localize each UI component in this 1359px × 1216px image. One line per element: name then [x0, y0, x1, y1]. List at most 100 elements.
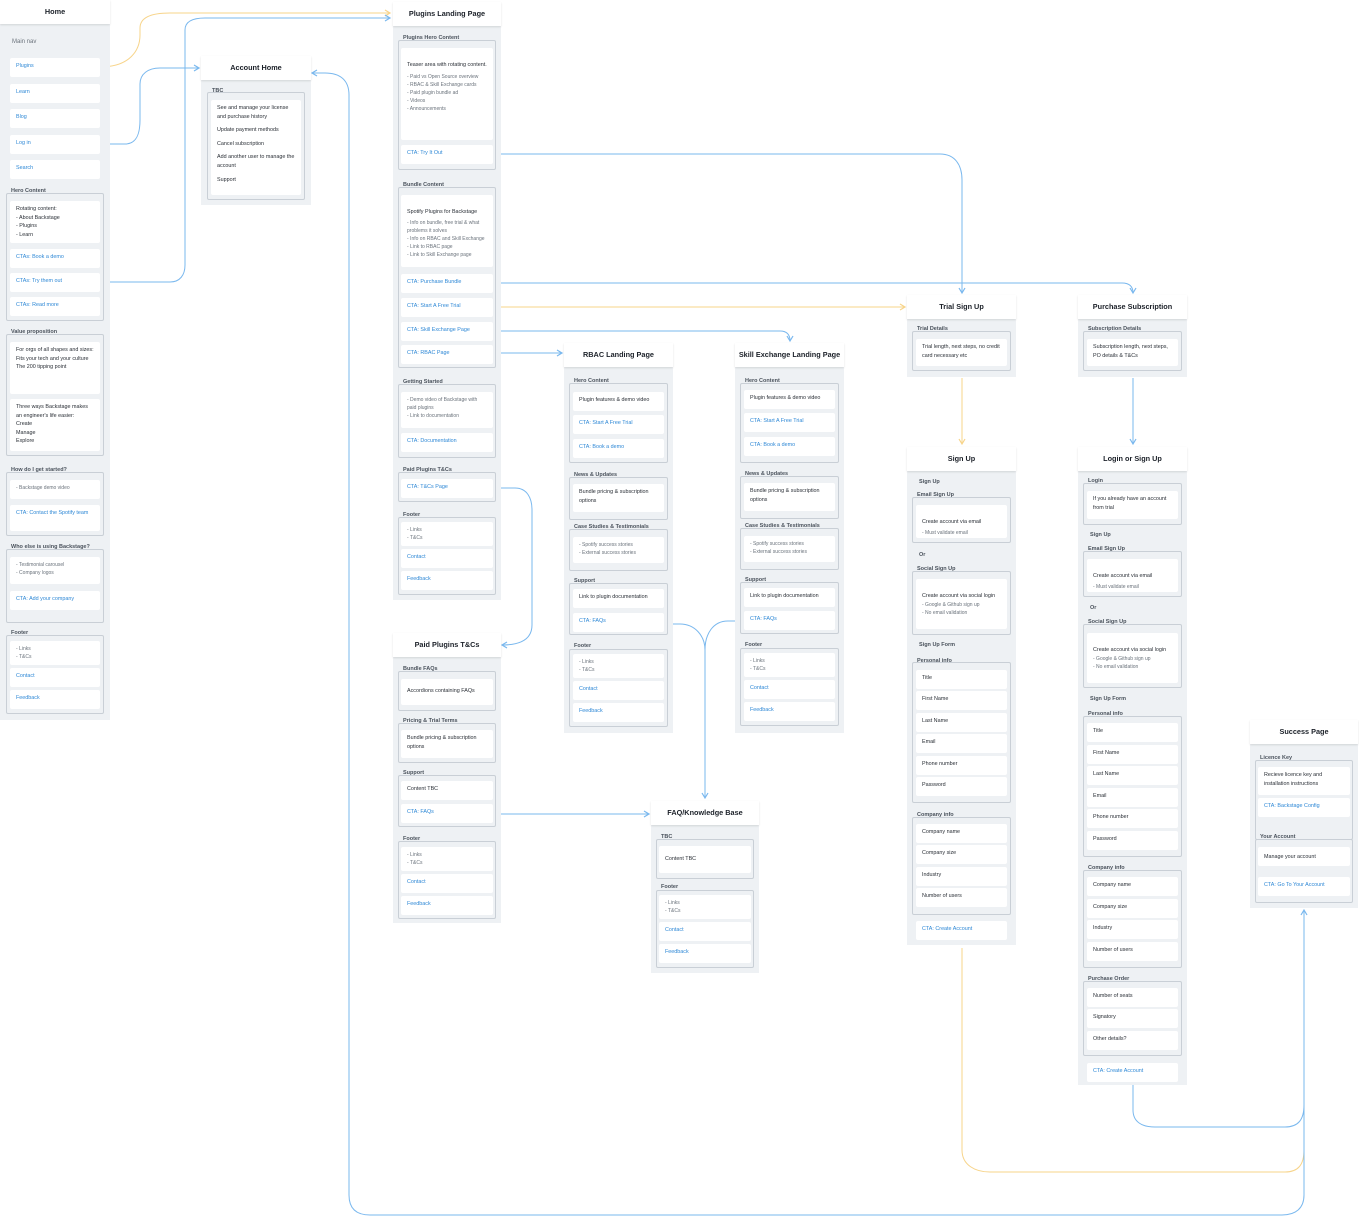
nav-search[interactable]: Search — [10, 160, 100, 179]
cta-contact-spotify[interactable]: CTA: Contact the Spotify team — [10, 505, 100, 531]
cta-try-them-out[interactable]: CTAs: Try them out — [10, 273, 100, 292]
skill-cta-faqs[interactable]: CTA: FAQs — [744, 611, 835, 630]
login-signup-label: Sign Up — [1090, 532, 1111, 538]
faq-title: FAQ/Knowledge Base — [651, 801, 759, 825]
cta-book-demo[interactable]: CTAs: Book a demo — [10, 249, 100, 268]
signup-cta-create-account[interactable]: CTA: Create Account — [916, 921, 1007, 940]
success-page: Success Page Licence Key Recieve licence… — [1250, 720, 1358, 908]
home-started-label: How do I get started? — [11, 467, 67, 473]
nav-learn[interactable]: Learn — [10, 84, 100, 103]
cta-backstage-config[interactable]: CTA: Backstage Config — [1258, 798, 1350, 817]
skill-cta-free-trial[interactable]: CTA: Start A Free Trial — [744, 413, 835, 432]
success-key-label: Licence Key — [1260, 755, 1293, 761]
cta-go-to-account[interactable]: CTA: Go To Your Account — [1258, 877, 1350, 896]
signup-field-email[interactable]: Email — [916, 734, 1007, 753]
tcs-faqs-label: Bundle FAQs — [403, 666, 438, 672]
plugins-footer-contact[interactable]: Contact — [401, 549, 493, 568]
trial-title: Trial Sign Up — [907, 295, 1016, 319]
login-field-signatory[interactable]: Signatory — [1087, 1009, 1178, 1028]
cta-rbac-page[interactable]: CTA: RBAC Page — [401, 345, 493, 364]
cta-try-it-out[interactable]: CTA: Try It Out — [401, 145, 493, 164]
signup-field-password[interactable]: Password — [916, 777, 1007, 796]
skill-footer-contact[interactable]: Contact — [744, 680, 835, 699]
plugins-landing-title: Plugins Landing Page — [393, 2, 501, 26]
nav-blog[interactable]: Blog — [10, 109, 100, 128]
skill-news-text: Bundle pricing & subscription options — [744, 483, 835, 511]
rbac-cta-faqs[interactable]: CTA: FAQs — [573, 613, 664, 632]
home-page: Home Main nav Plugins Learn Blog Log in … — [0, 0, 110, 720]
purchase-details-label: Subscription Details — [1088, 326, 1142, 332]
plugins-bundle-sub: - Info on bundle, free trial & what prob… — [407, 220, 485, 259]
login-field-seats[interactable]: Number of seats — [1087, 988, 1178, 1007]
signup-field-last-name[interactable]: Last Name — [916, 713, 1007, 732]
tcs-footer-contact[interactable]: Contact — [401, 874, 493, 893]
login-po-label: Purchase Order — [1088, 976, 1130, 982]
nav-plugins[interactable]: Plugins — [10, 58, 100, 77]
cta-read-more[interactable]: CTAs: Read more — [10, 297, 100, 316]
home-footer-feedback[interactable]: Feedback — [10, 690, 100, 709]
connector-tryitout-trial — [492, 153, 966, 295]
account-tbc-label: TBC — [212, 88, 224, 94]
login-field-phone[interactable]: Phone number — [1087, 809, 1178, 828]
signup-field-company-size[interactable]: Company size — [916, 845, 1007, 864]
home-using-text: - Testimonial carousel - Company logos — [10, 557, 100, 584]
tcs-cta-faqs[interactable]: CTA: FAQs — [401, 804, 493, 823]
rbac-cta-book-demo[interactable]: CTA: Book a demo — [573, 439, 664, 458]
faq-tbc-label: TBC — [661, 834, 673, 840]
signup-field-first-name[interactable]: First Name — [916, 691, 1007, 710]
login-field-company-size[interactable]: Company size — [1087, 899, 1178, 918]
home-hero-text: Rotating content: - About Backstage - Pl… — [10, 201, 100, 243]
cta-documentation[interactable]: CTA: Documentation — [401, 433, 493, 452]
signup-field-industry[interactable]: Industry — [916, 867, 1007, 886]
cta-tcs-page[interactable]: CTA: T&Cs Page — [401, 479, 493, 498]
faq-footer-contact[interactable]: Contact — [659, 922, 751, 941]
rbac-cases-label: Case Studies & Testimonials — [574, 524, 649, 530]
login-field-industry[interactable]: Industry — [1087, 920, 1178, 939]
tcs-faqs-text: Accordions containing FAQs — [401, 679, 493, 705]
tcs-pricing-label: Pricing & Trial Terms — [403, 718, 458, 724]
signup-field-users[interactable]: Number of users — [916, 888, 1007, 907]
home-footer-contact[interactable]: Contact — [10, 668, 100, 687]
plugins-footer-feedback[interactable]: Feedback — [401, 571, 493, 590]
cta-add-company[interactable]: CTA: Add your company — [10, 591, 100, 610]
login-field-other[interactable]: Other details? — [1087, 1031, 1178, 1050]
login-field-email[interactable]: Email — [1087, 788, 1178, 807]
paid-tcs-title: Paid Plugins T&Cs — [393, 633, 501, 657]
rbac-support-text: Link to plugin documentation — [573, 589, 664, 608]
faq-footer-feedback[interactable]: Feedback — [659, 944, 751, 963]
plugins-landing-page: Plugins Landing Page Plugins Hero Conten… — [393, 2, 501, 600]
login-field-last-name[interactable]: Last Name — [1087, 766, 1178, 785]
cta-skill-exchange-page[interactable]: CTA: Skill Exchange Page — [401, 322, 493, 341]
login-field-password[interactable]: Password — [1087, 831, 1178, 850]
rbac-cases-text: - Spotify success stories - External suc… — [573, 537, 664, 563]
cta-start-free-trial[interactable]: CTA: Start A Free Trial — [401, 298, 493, 317]
nav-login[interactable]: Log in — [10, 135, 100, 154]
cta-purchase-bundle[interactable]: CTA: Purchase Bundle — [401, 274, 493, 293]
tcs-footer-links: - Links - T&Cs — [401, 847, 493, 871]
account-item-history: See and manage your license and purchase… — [217, 105, 289, 120]
login-field-company-name[interactable]: Company name — [1087, 877, 1178, 896]
tcs-footer-feedback[interactable]: Feedback — [401, 896, 493, 915]
plugins-hero-label: Plugins Hero Content — [403, 35, 460, 41]
rbac-footer-feedback[interactable]: Feedback — [573, 703, 664, 722]
faq-footer-links: - Links - T&Cs — [659, 895, 751, 919]
signup-field-phone[interactable]: Phone number — [916, 756, 1007, 775]
login-cta-create-account[interactable]: CTA: Create Account — [1087, 1063, 1178, 1082]
rbac-footer-contact[interactable]: Contact — [573, 681, 664, 700]
tcs-support-text: Content TBC — [401, 781, 493, 800]
skill-footer-feedback[interactable]: Feedback — [744, 702, 835, 721]
tcs-pricing-text: Bundle pricing & subscription options — [401, 730, 493, 758]
login-field-title[interactable]: Title — [1087, 723, 1178, 742]
signup-field-company-name[interactable]: Company name — [916, 824, 1007, 843]
signup-field-title[interactable]: Title — [916, 670, 1007, 689]
skill-hero-text: Plugin features & demo video — [744, 390, 835, 409]
rbac-landing-page: RBAC Landing Page Hero Content Plugin fe… — [564, 343, 673, 733]
skill-hero-label: Hero Content — [745, 378, 780, 384]
login-field-first-name[interactable]: First Name — [1087, 745, 1178, 764]
plugins-bundle-label: Bundle Content — [403, 182, 444, 188]
signup-social-label: Social Sign Up — [917, 566, 956, 572]
rbac-cta-free-trial[interactable]: CTA: Start A Free Trial — [573, 415, 664, 434]
login-field-users[interactable]: Number of users — [1087, 942, 1178, 961]
skill-cta-book-demo[interactable]: CTA: Book a demo — [744, 437, 835, 456]
signup-social-card: Create account via social login - Google… — [916, 579, 1007, 629]
